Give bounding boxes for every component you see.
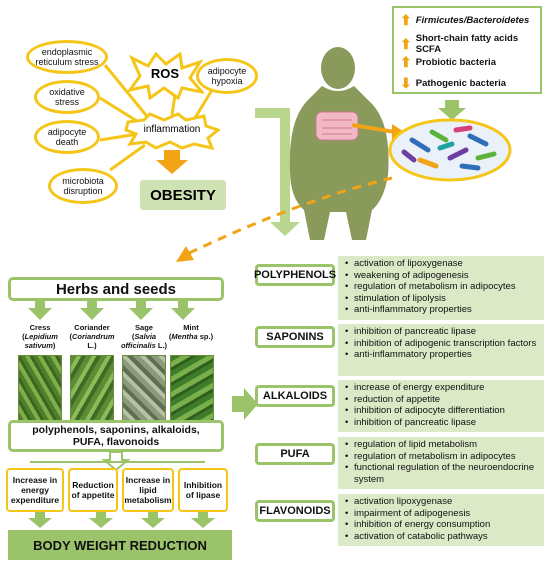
group-label-flavonoids: FLAVONOIDS <box>255 500 335 522</box>
cause-oxidative-stress: oxidative stress <box>34 80 100 114</box>
group-label-saponins: SAPONINS <box>255 326 335 348</box>
inflammation-burst: inflammation <box>124 112 222 151</box>
result-box: BODY WEIGHT REDUCTION <box>8 530 232 560</box>
cause-adipocyte-hypoxia: adipocyte hypoxia <box>196 58 258 94</box>
dashed-curve <box>184 176 393 257</box>
list-item: anti-inflammatory properties <box>345 349 540 361</box>
effect-appetite: Reduction of appetite <box>68 468 118 512</box>
herb-name: Coriander <box>74 323 110 332</box>
list-item: weakening of adipogenesis <box>345 270 540 282</box>
group-label-pufa: PUFA <box>255 443 335 465</box>
herb-latin: Salvia officinalis <box>120 332 157 350</box>
obesity-arrow <box>156 150 188 174</box>
microbiota-ellipse <box>388 118 512 182</box>
group-label-polyphenols: POLYPHENOLS <box>254 264 336 286</box>
herb-latin: Lepidium sativum <box>24 332 58 350</box>
legend-pathogenic-text: Pathogenic bacteria <box>415 78 507 89</box>
list-item: activation of catabolic pathways <box>345 531 540 543</box>
list-item: inhibition of adipocyte differentiation <box>345 405 540 417</box>
effect-energy-expenditure: Increase in energy expenditure <box>6 468 64 512</box>
list-item: inhibition of pancreatic lipase <box>345 417 540 429</box>
herb-photo-mint <box>170 355 214 421</box>
ros-label: ROS <box>150 66 180 81</box>
herb-name: Sage <box>135 323 153 332</box>
obesity-box: OBESITY <box>140 180 226 210</box>
herbs-title-box: Herbs and seeds <box>8 277 224 301</box>
herb-close: L.) <box>155 341 168 350</box>
herb-name: Cress <box>29 323 51 332</box>
groups-arrow <box>232 388 258 420</box>
up-arrow-icon: ⬆ <box>400 54 412 70</box>
up-arrow-icon: ⬆ <box>400 35 412 52</box>
herb-label-sage: Sage(Salvia officinalis L.) <box>120 323 168 350</box>
herb-name: Mint <box>183 323 199 332</box>
ros-burst: ROS <box>126 51 206 101</box>
group-list-saponins: inhibition of pancreatic lipase inhibiti… <box>338 324 544 376</box>
legend-scfa-text: Short-chain fatty acids SCFA <box>415 33 519 55</box>
list-item: stimulation of lipolysis <box>345 293 540 305</box>
effect-lipase: Inhibition of lipase <box>178 468 228 512</box>
legend-firmicutes: ⬆ Firmicutes/Bacteroidetes <box>400 12 529 29</box>
effect-lipid-metabolism: Increase in lipid metabolism <box>122 468 174 512</box>
group-label-alkaloids: ALKALOIDS <box>255 385 335 407</box>
list-item: regulation of metabolism in adipocytes <box>345 281 540 293</box>
list-item: anti-inflammatory properties <box>345 304 540 316</box>
legend-probiotic-text: Probiotic bacteria <box>415 57 496 68</box>
group-list-alkaloids: increase of energy expenditure reduction… <box>338 380 544 432</box>
list-item: activation lipoxygenase <box>345 496 540 508</box>
herb-photo-cress <box>18 355 62 421</box>
list-item: regulation of metabolism in adipocytes <box>345 451 540 463</box>
legend-pathogenic: ⬇ Pathogenic bacteria <box>400 75 506 92</box>
herb-latin: Mentha <box>171 332 198 341</box>
legend-arrow <box>438 100 466 120</box>
inflammation-label: inflammation <box>143 124 201 135</box>
list-item: inhibition of adipogenic transcription f… <box>345 338 540 350</box>
compounds-box: polyphenols, saponins, alkaloids, PUFA, … <box>8 420 224 452</box>
list-item: inhibition of energy consumption <box>345 519 540 531</box>
cause-adipocyte-death: adipocyte death <box>34 120 100 154</box>
herb-label-mint: Mint(Mentha sp.) <box>168 323 214 341</box>
legend-firmicutes-text: Firmicutes/Bacteroidetes <box>415 15 530 26</box>
herb-label-cress: Cress(Lepidium sativum) <box>22 323 58 350</box>
inflammation-shape <box>124 112 222 151</box>
legend-probiotic: ⬆ Probiotic bacteria <box>400 54 496 71</box>
up-arrow-icon: ⬆ <box>400 12 412 28</box>
legend-scfa: ⬆ Short-chain fatty acids SCFA <box>400 33 540 55</box>
herb-close: L.) <box>87 341 97 350</box>
list-item: reduction of appetite <box>345 394 540 406</box>
list-item: increase of energy expenditure <box>345 382 540 394</box>
herb-photo-coriander <box>70 355 114 421</box>
down-arrow-icon: ⬇ <box>400 75 412 91</box>
list-item: functional regulation of the neuroendocr… <box>345 462 540 485</box>
burst-shape <box>126 51 206 101</box>
group-list-pufa: regulation of lipid metabolism regulatio… <box>338 437 544 489</box>
herb-latin: Coriandrum <box>71 332 115 341</box>
green-bracket-arrow <box>255 108 300 236</box>
list-item: regulation of lipid metabolism <box>345 439 540 451</box>
cause-microbiota-disruption: microbiota disruption <box>48 168 118 204</box>
list-item: inhibition of pancreatic lipase <box>345 326 540 338</box>
group-list-polyphenols: activation of lipoxygenase weakening of … <box>338 256 544 320</box>
herb-close: ) <box>52 341 56 350</box>
herb-close: sp.) <box>197 332 214 341</box>
herb-label-coriander: Coriander(Coriandrum L.) <box>69 323 115 350</box>
list-item: impairment of adipogenesis <box>345 508 540 520</box>
group-list-flavonoids: activation lipoxygenase impairment of ad… <box>338 494 544 546</box>
body-silhouette <box>289 47 389 240</box>
microbiota-legend: ⬆ Firmicutes/Bacteroidetes ⬆ Short-chain… <box>392 6 542 94</box>
effect-arrows <box>28 512 215 528</box>
herb-photo-sage <box>122 355 166 421</box>
intestine <box>315 111 359 141</box>
herb-arrows <box>28 300 195 320</box>
list-item: activation of lipoxygenase <box>345 258 540 270</box>
cause-er-stress: endoplasmic reticulum stress <box>26 40 108 74</box>
